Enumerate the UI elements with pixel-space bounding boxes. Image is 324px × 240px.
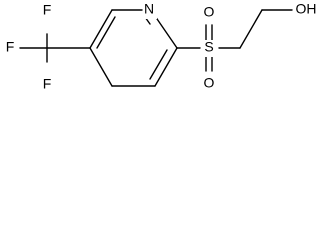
bond-ch2-ch2 (239, 9, 263, 49)
bond-ring-3 (154, 15, 178, 49)
chemical-structure: F F F N S O O OH (4, 1, 320, 94)
atom-o-top: O (204, 4, 215, 20)
bond-ring-double-a (96, 16, 116, 49)
atom-oh: OH (296, 1, 317, 17)
atom-o-bottom: O (204, 75, 215, 91)
bond-ring-4 (154, 47, 178, 87)
atom-s: S (204, 39, 213, 55)
bonds (19, 9, 293, 87)
bond-ring-double-b (149, 49, 168, 80)
atom-f-left: F (6, 39, 15, 55)
atom-f-bottom: F (43, 76, 52, 92)
atom-labels: F F F N S O O OH (4, 1, 320, 94)
bond-ring-1 (89, 9, 113, 49)
bond-ring-6 (89, 47, 113, 87)
atom-f-top: F (43, 2, 52, 18)
atom-n: N (144, 1, 154, 17)
